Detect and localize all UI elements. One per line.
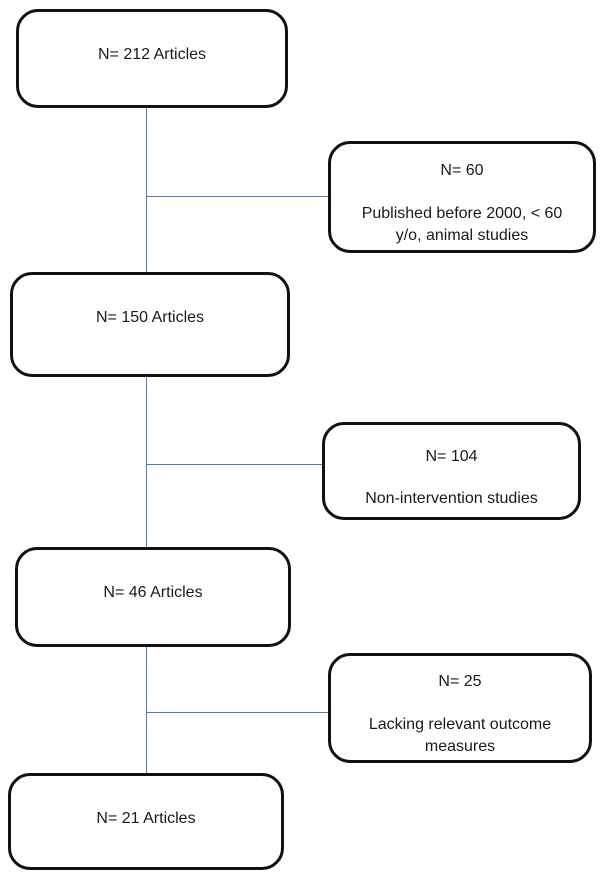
exclusion-count: N= 60 <box>440 162 484 180</box>
exclusion-box-60: N= 60 Published before 2000, < 60 y/o, a… <box>328 141 596 253</box>
exclusion-reason: Published before 2000, < 60 y/o, animal … <box>361 204 563 245</box>
main-box-46-articles: N= 46 Articles <box>15 547 291 647</box>
main-box-150-articles: N= 150 Articles <box>10 272 290 377</box>
exclusion-box-104: N= 104 Non-intervention studies <box>322 422 581 520</box>
exclusion-box-25: N= 25 Lacking relevant outcome measures <box>328 653 592 763</box>
main-box-label: N= 21 Articles <box>96 810 196 827</box>
exclusion-count: N= 104 <box>425 447 478 465</box>
main-box-label: N= 150 Articles <box>95 309 205 326</box>
exclusion-reason: Non-intervention studies <box>365 490 538 507</box>
connector-vertical-1 <box>145 108 148 273</box>
connector-branch-1 <box>146 195 328 198</box>
main-box-label: N= 212 Articles <box>97 46 207 63</box>
exclusion-reason: Lacking relevant outcome measures <box>368 715 552 756</box>
exclusion-count: N= 25 <box>438 673 482 691</box>
connector-branch-3 <box>146 711 328 714</box>
connector-branch-2 <box>146 463 322 466</box>
connector-vertical-3 <box>145 647 148 774</box>
main-box-212-articles: N= 212 Articles <box>16 9 288 108</box>
main-box-label: N= 46 Articles <box>103 584 203 601</box>
main-box-21-articles: N= 21 Articles <box>8 773 284 870</box>
connector-vertical-2 <box>145 377 148 547</box>
